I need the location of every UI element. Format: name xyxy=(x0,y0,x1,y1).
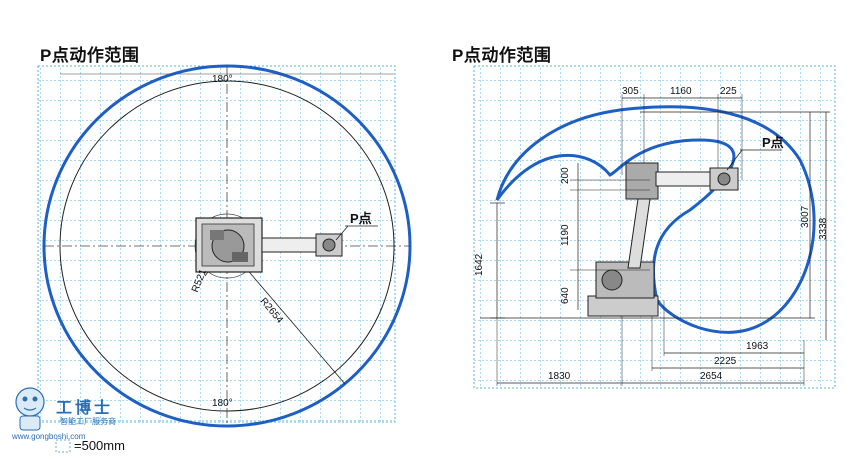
left-top-view xyxy=(42,64,412,428)
right-dim-200: 200 xyxy=(560,167,571,184)
right-dim-640: 640 xyxy=(560,287,571,304)
right-p-point-label: P点 xyxy=(762,135,784,150)
watermark-subtitle: 智能工厂服务商 xyxy=(60,417,116,426)
grid-scale-legend: =500mm xyxy=(74,438,125,453)
right-dim-305: 305 xyxy=(622,86,639,97)
right-grid xyxy=(473,65,836,389)
right-robot-body xyxy=(587,162,739,317)
right-dim-3338: 3338 xyxy=(818,217,829,240)
right-dim-1830: 1830 xyxy=(548,371,571,382)
left-view-title: P点动作范围 xyxy=(40,46,140,65)
watermark-brand: 工博士 xyxy=(56,400,114,417)
watermark: 工博士 智能工厂服务商 www.gongboshi.com xyxy=(6,378,156,441)
right-dim-225: 225 xyxy=(720,86,737,97)
left-angle-top-label: 180° xyxy=(212,74,233,85)
watermark-url: www.gongboshi.com xyxy=(12,432,86,441)
right-dim-1160: 1160 xyxy=(670,86,692,97)
right-dim-1190: 1190 xyxy=(560,224,571,246)
right-envelope-curve xyxy=(495,105,816,334)
right-dim-1642: 1642 xyxy=(474,253,485,276)
legend-grid-square-icon xyxy=(55,439,71,453)
right-dim-3007: 3007 xyxy=(800,205,811,228)
right-dim-1963: 1963 xyxy=(746,341,769,352)
left-p-point-label: P点 xyxy=(350,211,372,226)
watermark-mascot-icon xyxy=(15,387,45,431)
right-dim-2225: 2225 xyxy=(714,356,737,367)
right-view-title: P点动作范围 xyxy=(452,46,552,65)
right-side-view xyxy=(480,94,830,386)
left-robot-body xyxy=(195,217,343,273)
left-angle-bottom-label: 180° xyxy=(212,398,233,409)
right-dim-2654: 2654 xyxy=(700,371,723,382)
